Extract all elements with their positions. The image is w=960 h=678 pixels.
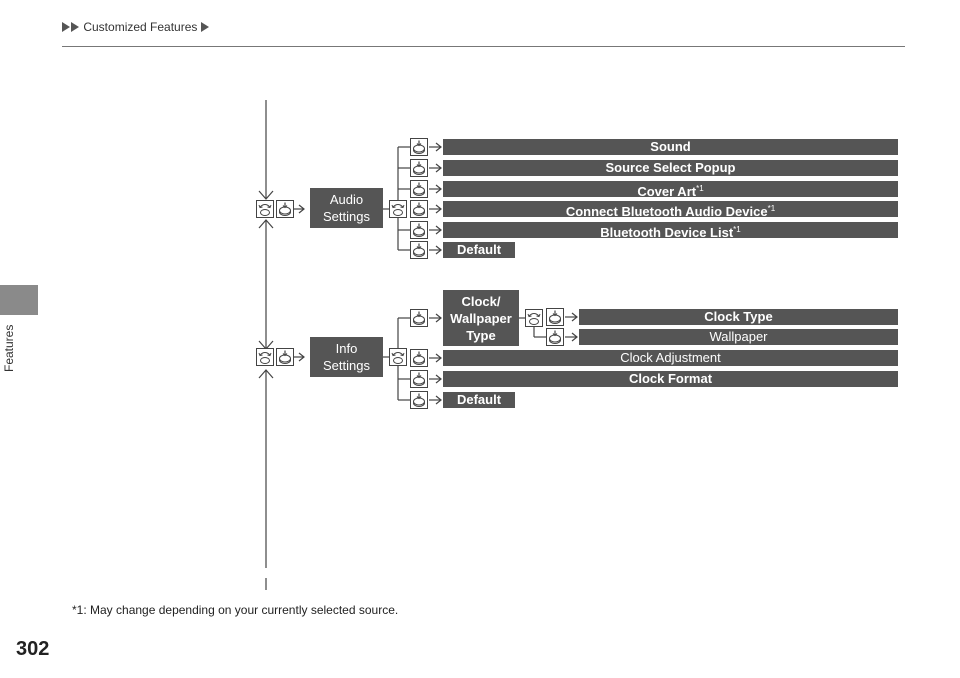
footnote-ref: *1 xyxy=(767,204,776,213)
menu-item-connect-bluetooth: Connect Bluetooth Audio Device*1 xyxy=(443,201,898,219)
footnote-ref: *1 xyxy=(696,184,704,193)
press-knob-icon xyxy=(410,309,428,327)
arrow-right-icon xyxy=(429,353,442,363)
clock-wallpaper-type-box: Clock/ Wallpaper Type xyxy=(443,290,519,346)
arrow-right-icon xyxy=(429,184,442,194)
audio-settings-box: Audio Settings xyxy=(310,188,383,228)
page-number: 302 xyxy=(16,638,50,660)
menu-item-clock-type: Clock Type xyxy=(579,309,898,325)
double-triangle-icon xyxy=(62,22,70,32)
press-knob-icon xyxy=(410,349,428,367)
press-knob-icon xyxy=(410,241,428,259)
press-knob-icon xyxy=(410,138,428,156)
arrow-right-icon xyxy=(429,204,442,214)
settings-knob-icon xyxy=(525,309,543,327)
arrow-right-icon xyxy=(565,312,578,322)
arrow-right-icon xyxy=(565,332,578,342)
menu-item-wallpaper: Wallpaper xyxy=(579,329,898,345)
arrow-right-icon xyxy=(429,163,442,173)
arrow-right-icon xyxy=(429,245,442,255)
arrow-right-icon xyxy=(429,374,442,384)
side-tab-marker xyxy=(0,285,38,315)
menu-item-info-default: Default xyxy=(443,392,515,408)
settings-knob-icon xyxy=(389,200,407,218)
menu-item-source-select-popup: Source Select Popup xyxy=(443,160,898,176)
press-knob-icon xyxy=(410,221,428,239)
clock-wallpaper-line1: Clock/ xyxy=(461,293,501,309)
clock-wallpaper-line2: Wallpaper xyxy=(450,310,512,326)
clock-wallpaper-line3: Type xyxy=(466,327,496,343)
breadcrumb: Customized Features xyxy=(62,20,210,34)
info-settings-box: Info Settings xyxy=(310,337,383,377)
press-knob-icon xyxy=(276,348,294,366)
settings-knob-icon xyxy=(256,348,274,366)
press-knob-icon xyxy=(410,370,428,388)
press-knob-icon xyxy=(276,200,294,218)
menu-item-cover-art: Cover Art*1 xyxy=(443,181,898,199)
menu-item-sound: Sound xyxy=(443,139,898,155)
settings-knob-icon xyxy=(389,348,407,366)
press-knob-icon xyxy=(410,180,428,198)
arrow-right-icon xyxy=(429,225,442,235)
breadcrumb-title: Customized Features xyxy=(83,20,198,34)
menu-item-bluetooth-device-list: Bluetooth Device List*1 xyxy=(443,222,898,240)
menu-item-clock-format: Clock Format xyxy=(443,371,898,387)
header-rule xyxy=(62,46,905,47)
footnote: *1: May change depending on your current… xyxy=(72,603,399,617)
audio-settings-line1: Audio xyxy=(329,192,364,207)
footnote-ref: *1 xyxy=(733,225,741,234)
audio-settings-line2: Settings xyxy=(323,209,370,224)
menu-item-audio-default: Default xyxy=(443,242,515,258)
arrow-right-icon xyxy=(429,313,442,323)
triangle-icon xyxy=(200,22,209,32)
press-knob-icon xyxy=(410,200,428,218)
press-knob-icon xyxy=(546,308,564,326)
double-triangle-icon xyxy=(71,22,79,32)
press-knob-icon xyxy=(546,328,564,346)
info-settings-line2: Settings xyxy=(323,358,370,373)
settings-knob-icon xyxy=(256,200,274,218)
arrow-right-icon xyxy=(429,395,442,405)
press-knob-icon xyxy=(410,159,428,177)
info-settings-line1: Info xyxy=(335,341,358,356)
arrow-right-icon xyxy=(429,142,442,152)
press-knob-icon xyxy=(410,391,428,409)
menu-item-clock-adjustment: Clock Adjustment xyxy=(443,350,898,366)
